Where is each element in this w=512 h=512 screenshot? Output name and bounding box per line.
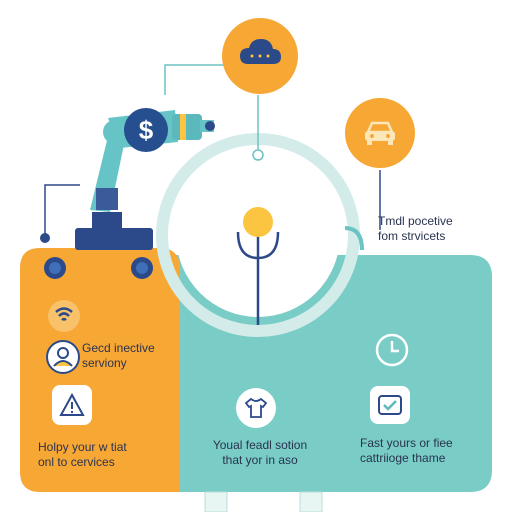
- pin-ball: [243, 207, 273, 237]
- cloud-icon: [236, 34, 284, 79]
- leg-left: [204, 491, 228, 512]
- leg-right: [299, 491, 323, 512]
- center-bottom-caption-2: that yor in aso: [222, 453, 298, 467]
- center-bottom-caption-1: Youal feadl sotion: [212, 438, 308, 452]
- arm-base: [75, 228, 153, 250]
- check-card: [370, 386, 410, 424]
- shirt-card: [236, 388, 276, 428]
- connector-right-curve: [344, 226, 364, 251]
- connector-dot: [252, 149, 264, 161]
- arm-base-top: [92, 212, 122, 230]
- clock-icon: [372, 330, 412, 375]
- connector-left-dot: [40, 233, 50, 243]
- right-bottom-caption-1: Fast yours or fiee: [360, 436, 453, 450]
- arm-nozzle-tip: [205, 121, 215, 131]
- warning-icon: [59, 393, 85, 416]
- arm-elbow: [103, 120, 127, 144]
- connector-cloud: [164, 64, 225, 95]
- dollar-coin-icon: $: [124, 108, 168, 152]
- wifi-icon: [48, 300, 80, 332]
- arm-head-band: [180, 114, 186, 140]
- left-mid-caption-2: serviony: [82, 356, 127, 370]
- bolt-right-inner: [136, 262, 148, 274]
- car-icon: [362, 118, 398, 153]
- left-mid-caption-1: Gecd inective: [82, 341, 155, 355]
- warning-card: [52, 385, 92, 425]
- connector-left: [44, 184, 80, 240]
- bolt-left-inner: [49, 262, 61, 274]
- shirt-icon: [244, 397, 268, 418]
- person-badge-icon: [46, 340, 80, 374]
- right-bottom-caption-2: cattriioge thame: [360, 451, 446, 465]
- checkmark-icon: [378, 395, 402, 415]
- arm-joint: [96, 188, 118, 210]
- arm-head: [172, 114, 202, 140]
- top-right-caption-1: Tmdl pocetive: [378, 214, 453, 228]
- left-bottom-caption-2: onl to cervices: [38, 455, 115, 469]
- top-right-caption-2: fom strvicets: [378, 229, 446, 243]
- pin-cradle: [236, 231, 280, 260]
- left-bottom-caption-1: Holpy your w tiat: [38, 440, 127, 454]
